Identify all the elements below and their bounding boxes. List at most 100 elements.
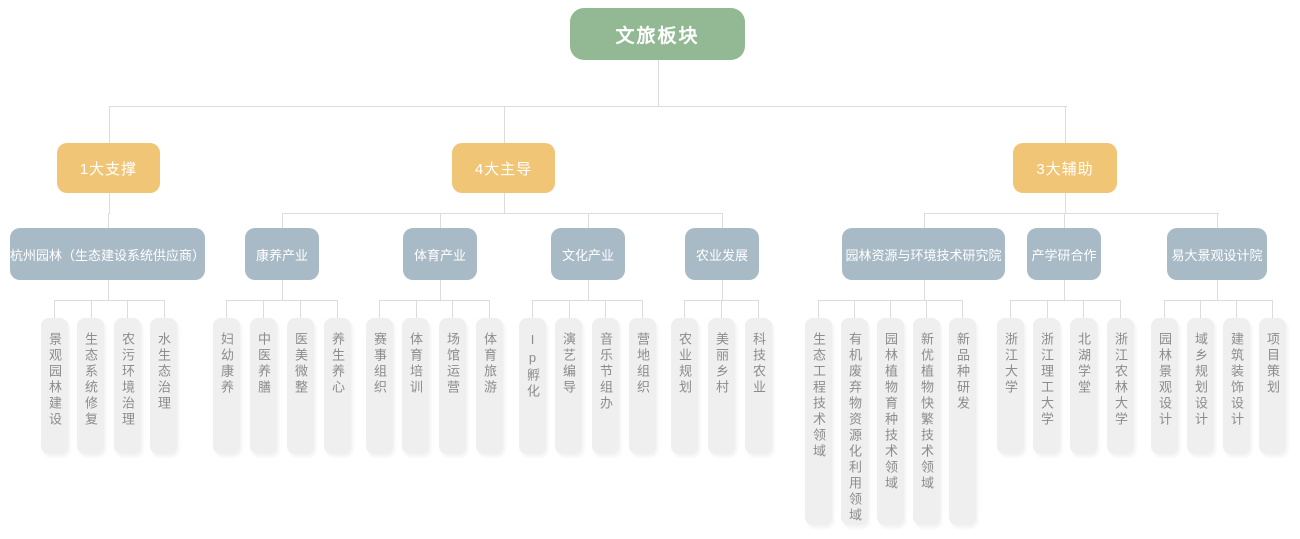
connector-line [282, 280, 283, 300]
connector-line [127, 300, 128, 318]
connector-line [282, 213, 283, 228]
connector-line [818, 300, 819, 318]
category-node: 产学研合作 [1027, 228, 1101, 280]
leaf-node: 新优植物快繁技术领域 [913, 318, 940, 525]
connector-line [54, 300, 165, 301]
connector-line [108, 213, 109, 228]
connector-line [642, 300, 643, 318]
leaf-node: 浙江理工大学 [1033, 318, 1060, 454]
connector-line [962, 300, 963, 318]
category-node: 园林资源与环境技术研究院 [842, 228, 1005, 280]
connector-line [1164, 300, 1273, 301]
connector-line [416, 300, 417, 318]
leaf-node: 水生态治理 [150, 318, 177, 454]
connector-line [588, 213, 589, 228]
category-node: 文化产业 [551, 228, 625, 280]
leaf-node: 域乡规划设计 [1187, 318, 1214, 454]
connector-line [1064, 280, 1065, 300]
connector-line [108, 213, 110, 214]
connector-line [721, 300, 722, 318]
connector-line [1164, 300, 1165, 318]
connector-line [758, 300, 759, 318]
connector-line [440, 213, 441, 228]
branch-node: 4大主导 [452, 143, 555, 193]
connector-line [658, 60, 659, 106]
leaf-node: 赛事组织 [366, 318, 393, 454]
connector-line [109, 106, 110, 143]
connector-line [504, 193, 505, 213]
connector-line [926, 300, 927, 318]
leaf-node: 养生养心 [324, 318, 351, 454]
leaf-node: 项目策划 [1259, 318, 1286, 454]
connector-line [1010, 300, 1011, 318]
connector-line [890, 300, 891, 318]
connector-line [91, 300, 92, 318]
connector-line [532, 300, 643, 301]
connector-line [379, 300, 380, 318]
leaf-node: 体育培训 [402, 318, 429, 454]
connector-line [337, 300, 338, 318]
connector-line [1217, 213, 1218, 228]
connector-line [605, 300, 606, 318]
connector-line [924, 280, 925, 300]
leaf-node: 园林景观设计 [1151, 318, 1178, 454]
connector-line [164, 300, 165, 318]
leaf-node: 景观园林建设 [41, 318, 68, 454]
connector-line [1272, 300, 1273, 318]
connector-line [226, 300, 338, 301]
leaf-node: 医美微整 [287, 318, 314, 454]
connector-line [452, 300, 453, 318]
category-node: 体育产业 [403, 228, 477, 280]
leaf-node: 美丽乡村 [708, 318, 735, 454]
branch-node: 3大辅助 [1013, 143, 1117, 193]
leaf-node: 有机废弃物资源化利用领域 [841, 318, 868, 525]
connector-line [722, 280, 723, 300]
connector-line [1064, 213, 1065, 228]
connector-line [722, 213, 723, 228]
category-node: 杭州园林（生态建设系统供应商） [10, 228, 205, 280]
leaf-node: 建筑装饰设计 [1223, 318, 1250, 454]
category-node: 农业发展 [685, 228, 759, 280]
connector-line [300, 300, 301, 318]
connector-line [263, 300, 264, 318]
leaf-node: 园林植物育种技术领域 [877, 318, 904, 525]
connector-line [1200, 300, 1201, 318]
leaf-node: 北湖学堂 [1070, 318, 1097, 454]
connector-line [924, 213, 925, 228]
connector-line [588, 280, 589, 300]
connector-line [1217, 280, 1218, 300]
root-node: 文旅板块 [570, 8, 745, 60]
connector-line [379, 300, 490, 301]
leaf-node: 浙江农林大学 [1107, 318, 1134, 454]
connector-line [1065, 106, 1066, 143]
connector-line [1083, 300, 1084, 318]
connector-line [569, 300, 570, 318]
connector-line [108, 280, 109, 300]
leaf-node: 科技农业 [745, 318, 772, 454]
leaf-node: 生态工程技术领域 [805, 318, 832, 525]
connector-line [1047, 300, 1048, 318]
connector-line [854, 300, 855, 318]
leaf-node: 体育旅游 [476, 318, 503, 454]
leaf-node: 生态系统修复 [77, 318, 104, 454]
leaf-node: 营地组织 [629, 318, 656, 454]
leaf-node: 中医养膳 [250, 318, 277, 454]
category-node: 易大景观设计院 [1167, 228, 1267, 280]
leaf-node: 新品种研发 [949, 318, 976, 525]
connector-line [440, 280, 441, 300]
leaf-node: 农污环境治理 [114, 318, 141, 454]
leaf-node: 场馆运营 [439, 318, 466, 454]
connector-line [1065, 193, 1066, 213]
leaf-node: 农业规划 [671, 318, 698, 454]
leaf-node: 音乐节组办 [592, 318, 619, 454]
connector-line [1010, 300, 1121, 301]
connector-line [54, 300, 55, 318]
connector-line [226, 300, 227, 318]
connector-line [1120, 300, 1121, 318]
leaf-node: 演艺编导 [555, 318, 582, 454]
connector-line [282, 213, 723, 214]
category-node: 康养产业 [245, 228, 319, 280]
leaf-node: Ip孵化 [519, 318, 546, 454]
connector-line [109, 193, 110, 213]
